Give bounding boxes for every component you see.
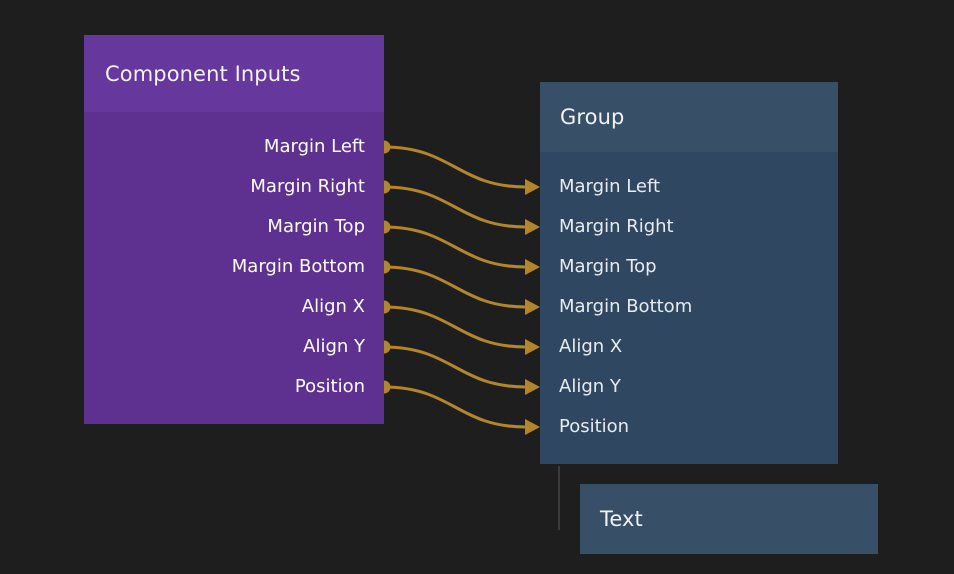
input-port-label: Align X (559, 336, 623, 357)
input-port-label: Margin Top (559, 256, 657, 277)
input-port-arrow-icon[interactable] (525, 299, 540, 315)
connection-wire[interactable] (382, 185, 528, 229)
input-port-label: Margin Left (559, 176, 661, 197)
node-group-title: Group (560, 105, 625, 129)
output-port-row[interactable]: Align Y (303, 336, 365, 358)
connection-wire[interactable] (382, 305, 528, 349)
input-port-label: Position (559, 416, 630, 437)
node-group-body (540, 152, 838, 464)
node-text[interactable]: Text (580, 484, 878, 574)
output-port-label: Position (294, 376, 365, 397)
output-port-label: Align Y (303, 336, 365, 357)
node-component-inputs-header[interactable]: Component Inputs (84, 35, 384, 112)
output-port-label: Align X (301, 296, 365, 317)
node-group-header[interactable]: Group (540, 82, 838, 152)
output-port-row[interactable]: Align X (302, 296, 365, 318)
input-port-label: Align Y (559, 376, 621, 397)
input-port-arrow-icon[interactable] (525, 259, 540, 275)
output-port-label: Margin Top (267, 216, 365, 237)
input-port-arrow-icon[interactable] (525, 379, 540, 395)
group-guide-line (558, 466, 560, 530)
node-text-header[interactable]: Text (580, 484, 878, 554)
output-port-row[interactable]: Margin Right (250, 176, 365, 198)
connection-wire[interactable] (382, 265, 528, 309)
input-port-label: Margin Right (559, 216, 674, 237)
input-port-row[interactable]: Margin Right (559, 216, 674, 238)
input-port-row[interactable]: Margin Left (559, 176, 660, 198)
node-component-inputs-body (84, 112, 384, 424)
input-port-arrow-icon[interactable] (525, 339, 540, 355)
output-port-row[interactable]: Margin Top (267, 216, 365, 238)
output-port-row[interactable]: Margin Left (264, 136, 365, 158)
output-port-label: Margin Bottom (231, 256, 365, 277)
input-port-row[interactable]: Margin Top (559, 256, 657, 278)
input-port-label: Margin Bottom (559, 296, 693, 317)
output-port-row[interactable]: Margin Bottom (232, 256, 365, 278)
input-port-row[interactable]: Align X (559, 336, 622, 358)
input-port-arrow-icon[interactable] (525, 179, 540, 195)
input-port-row[interactable]: Position (559, 416, 629, 438)
connection-wire[interactable] (382, 345, 528, 389)
connection-wire[interactable] (382, 145, 528, 189)
input-port-arrow-icon[interactable] (525, 419, 540, 435)
output-port-row[interactable]: Position (295, 376, 365, 398)
input-port-row[interactable]: Align Y (559, 376, 621, 398)
connection-wire[interactable] (382, 225, 528, 269)
node-component-inputs-title: Component Inputs (105, 61, 301, 86)
output-port-label: Margin Left (263, 136, 365, 157)
node-text-title: Text (600, 507, 643, 531)
connection-wire[interactable] (382, 385, 528, 429)
input-port-row[interactable]: Margin Bottom (559, 296, 692, 318)
output-port-label: Margin Right (250, 176, 365, 197)
input-port-arrow-icon[interactable] (525, 219, 540, 235)
